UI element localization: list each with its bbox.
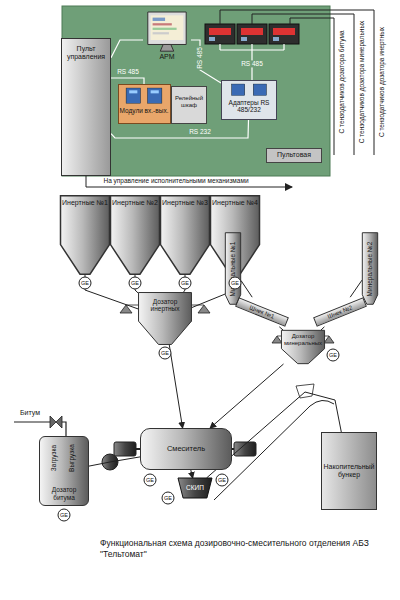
- node-text: Модули вх.-вых.: [120, 107, 169, 114]
- node-text: Дозатор минеральных: [281, 333, 325, 346]
- node-text: Релейный шкаф: [172, 95, 206, 108]
- bin-node: Инертные №3: [160, 195, 210, 275]
- node-text: СКИП: [186, 484, 204, 491]
- sensor-label: GE: [216, 474, 229, 487]
- text-label: RS 485: [240, 60, 264, 67]
- text-label: RS 485: [116, 68, 140, 75]
- node-text: Пультовая: [277, 151, 311, 159]
- silo-node: Минеральные №2: [362, 232, 378, 305]
- bin-shape: [160, 195, 210, 275]
- vertical-label: Загрузка: [50, 445, 57, 471]
- sensor-label: GE: [162, 492, 175, 505]
- sensor-label: GE: [159, 347, 172, 360]
- node-text: Инертные №4: [212, 199, 258, 207]
- sensor-label: GE: [144, 474, 157, 487]
- process-box: Смеситель: [140, 428, 232, 470]
- sensor-label: GE: [58, 509, 71, 522]
- control-room-panel: [62, 6, 330, 176]
- node-text: Адаптеры RS 485/232: [222, 99, 276, 114]
- silo-node: Минеральные №1: [225, 232, 241, 305]
- node-text: Минеральные №2: [366, 241, 373, 296]
- skip-rail: [214, 384, 334, 500]
- skip-node: СКИП: [178, 478, 212, 498]
- connector: [89, 457, 140, 466]
- modules-node: Модули вх.-вых.: [118, 84, 171, 124]
- process-box: Пульт управления: [61, 38, 111, 176]
- node-text: Дозатор инертных: [138, 298, 192, 313]
- process-box: Накопительный бункер: [321, 432, 377, 510]
- process-box: Дозатор битума: [39, 436, 89, 506]
- sensor-label: GE: [229, 277, 242, 290]
- hopper-node: Дозатор минеральных: [281, 330, 325, 364]
- bin-shape: [110, 195, 160, 275]
- bin-shape: [60, 195, 110, 275]
- sensor-label: GE: [179, 277, 192, 290]
- node-text: Инертные №3: [162, 199, 208, 207]
- node-text: Пульт управления: [62, 45, 110, 61]
- node-text: Накопительный бункер: [322, 463, 376, 479]
- vertical-label: С тензодатчиков дозатора минеральных: [358, 21, 365, 144]
- sensor-label: GE: [79, 277, 92, 290]
- sensor-wires: [220, 10, 374, 155]
- node-text: Смеситель: [167, 445, 205, 453]
- text-label: RS 232: [188, 128, 212, 135]
- node-text: Шнек №2: [327, 304, 354, 319]
- connector: [169, 345, 182, 428]
- connector: [191, 40, 221, 83]
- node-text: Инертные №1: [62, 199, 108, 207]
- modules-shape: [119, 85, 170, 123]
- control-arrow: [86, 176, 292, 187]
- node-text: Дозатор битума: [40, 486, 88, 501]
- process-box: Пультовая: [266, 148, 322, 163]
- vertical-label: Выгрузка: [68, 444, 75, 472]
- process-box: Шнек №1: [235, 297, 289, 327]
- vertical-label: С тензодатчиков дозатора битума: [338, 30, 345, 133]
- process-box: Релейный шкаф: [171, 86, 207, 124]
- bin-node: Инертные №1: [60, 195, 110, 275]
- caption: Функциональная схема дозировочно-смесите…: [100, 538, 390, 559]
- hopper-node: Дозатор инертных: [138, 292, 192, 345]
- indicators: [205, 24, 299, 44]
- process-box: Шнек №2: [313, 297, 367, 327]
- vertical-label: С тензодатчиков дозатора инертных: [378, 27, 385, 137]
- monitor-node: АРМ: [143, 12, 191, 68]
- node-text: Шнек №1: [249, 304, 276, 319]
- connector: [241, 281, 252, 298]
- node-text: АРМ: [159, 53, 174, 61]
- text-label: Битум: [20, 409, 40, 417]
- bin-node: Инертные №2: [110, 195, 160, 275]
- sensor-label: GE: [327, 349, 340, 362]
- adapters-node: Адаптеры RS 485/232: [221, 80, 277, 120]
- connector: [350, 280, 362, 297]
- sensor-label: GE: [129, 277, 142, 290]
- connector: [191, 470, 193, 478]
- node-text: Инертные №2: [112, 199, 158, 207]
- connector: [279, 327, 283, 330]
- vertical-label: RS 485: [196, 46, 203, 70]
- connector: [210, 364, 283, 428]
- connector: [321, 327, 324, 330]
- text-label: На управление исполнительными механизмам…: [102, 177, 249, 184]
- connector: [111, 40, 143, 58]
- rs485-bus: [220, 44, 284, 80]
